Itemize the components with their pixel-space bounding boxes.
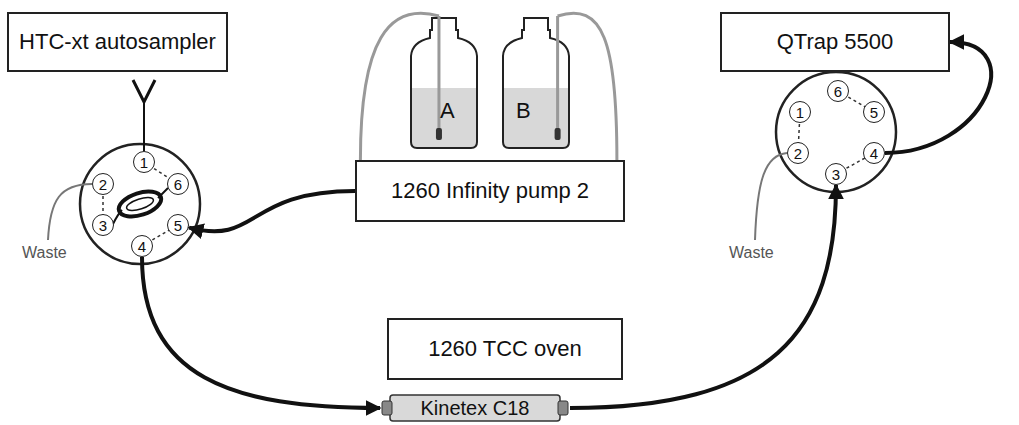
valve-port: 5 <box>863 101 885 123</box>
valve-channels <box>798 91 874 174</box>
bottle-outline <box>408 16 480 150</box>
box-label: 1260 Infinity pump 2 <box>391 178 589 204</box>
valve-port: 6 <box>827 80 849 102</box>
waste-label: Waste <box>22 244 67 262</box>
valve-port: 1 <box>789 101 811 123</box>
box-label: Kinetex C18 <box>421 397 530 420</box>
instrument-box: 1260 TCC oven <box>387 318 623 380</box>
waste-line <box>755 153 787 240</box>
instrument-box: 1260 Infinity pump 2 <box>355 160 625 222</box>
valve-port: 3 <box>92 214 114 236</box>
solvent-bottle: B <box>500 16 572 150</box>
box-label: 1260 TCC oven <box>428 336 582 362</box>
port-number: 5 <box>870 105 878 120</box>
sample-loop <box>113 187 168 224</box>
valve-port: 4 <box>863 142 885 164</box>
port-number: 6 <box>174 177 182 192</box>
injection-valve <box>80 144 200 264</box>
port-number: 3 <box>832 167 840 182</box>
port-number: 5 <box>174 218 182 233</box>
port-number: 1 <box>140 155 148 170</box>
flow-tube <box>189 191 355 231</box>
valve-channels <box>103 162 178 246</box>
bottle-outline <box>500 16 572 150</box>
solvent-bottle: A <box>408 16 480 150</box>
waste-label: Waste <box>729 244 774 262</box>
port-number: 4 <box>870 146 878 161</box>
valve-port: 2 <box>787 142 809 164</box>
valve-port: 3 <box>825 163 847 185</box>
port-number: 1 <box>796 105 804 120</box>
bottle-label: A <box>440 98 455 124</box>
instrument-box: HTC-xt autosampler <box>7 12 228 72</box>
lc-column: Kinetex C18 <box>380 393 570 423</box>
switching-valve <box>776 72 896 192</box>
valve-port: 2 <box>92 173 114 195</box>
box-label: QTrap 5500 <box>777 29 894 55</box>
waste-line <box>48 184 92 240</box>
bottle-label: B <box>516 98 531 124</box>
port-number: 2 <box>99 177 107 192</box>
port-number: 6 <box>834 84 842 99</box>
port-number: 2 <box>794 146 802 161</box>
valve-port: 6 <box>167 173 189 195</box>
port-number: 3 <box>99 218 107 233</box>
valve-port: 5 <box>167 214 189 236</box>
port-number: 4 <box>138 239 146 254</box>
valve-port: 1 <box>133 151 155 173</box>
flow-tube <box>142 257 380 408</box>
needle <box>133 80 155 151</box>
valve-port: 4 <box>131 235 153 257</box>
instrument-box: QTrap 5500 <box>720 12 950 72</box>
box-label: HTC-xt autosampler <box>19 29 216 55</box>
